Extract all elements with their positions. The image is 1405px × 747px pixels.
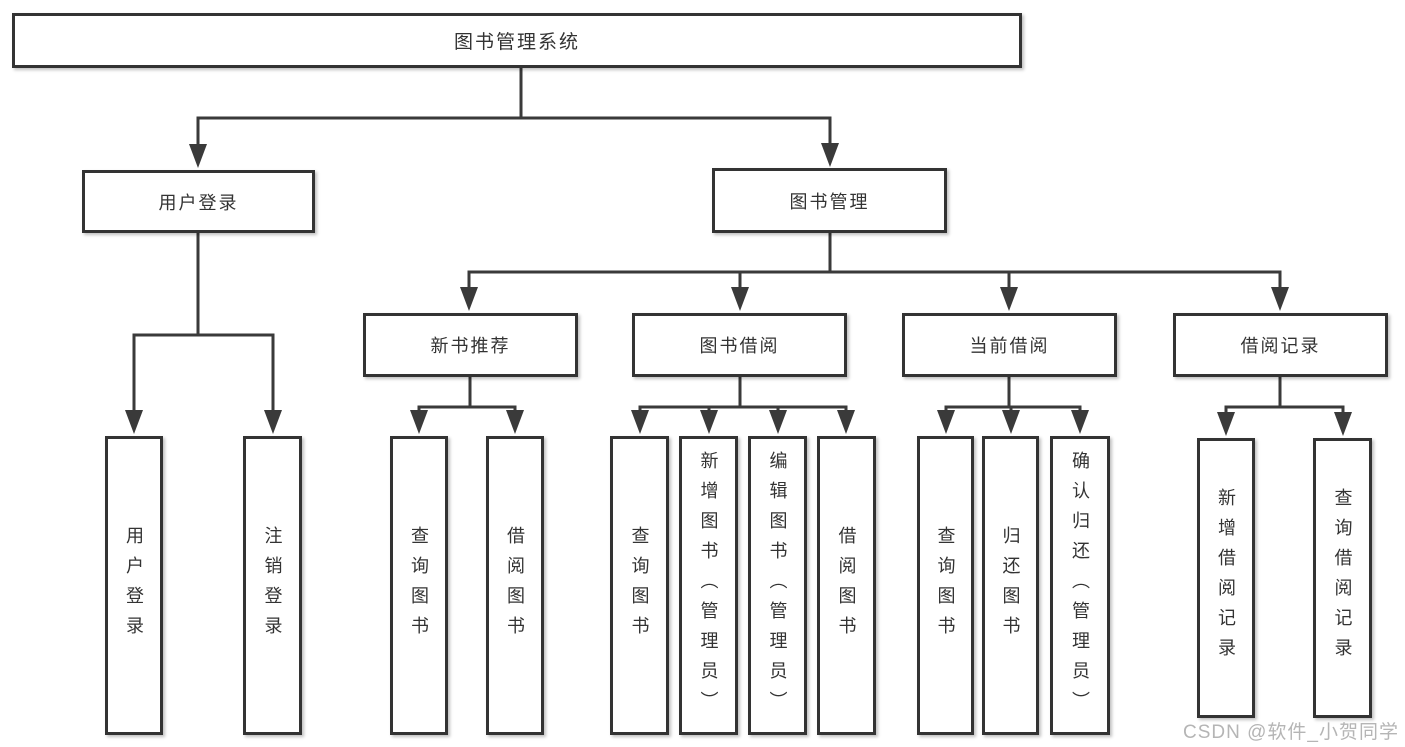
- arrowheads-root-to-level2: [189, 143, 839, 168]
- node-login: 用户登录: [105, 436, 163, 735]
- node-query-books-current: 查询图书: [917, 436, 974, 735]
- node-query-books-recommend: 查询图书: [390, 436, 448, 735]
- node-book-management: 图书管理: [712, 168, 947, 233]
- arrowheads-current-borrow-children: [937, 410, 1089, 434]
- node-logout: 注销登录: [243, 436, 302, 735]
- node-query-borrow-record: 查询借阅记录: [1313, 438, 1372, 718]
- node-user-login: 用户登录: [82, 170, 315, 233]
- node-confirm-return-admin: 确认归还（管理员）: [1050, 436, 1110, 735]
- node-book-borrowing: 图书借阅: [632, 313, 847, 377]
- node-library-management-system: 图书管理系统: [12, 13, 1022, 68]
- node-query-books-borrow: 查询图书: [610, 436, 669, 735]
- node-borrowing-records: 借阅记录: [1173, 313, 1388, 377]
- csdn-watermark: CSDN @软件_小贺同学: [1183, 722, 1399, 743]
- node-return-books: 归还图书: [982, 436, 1039, 735]
- arrowheads-book-management-children: [460, 287, 1289, 311]
- node-borrow-books-recommend: 借阅图书: [486, 436, 544, 735]
- node-edit-books-admin: 编辑图书（管理员）: [748, 436, 807, 735]
- arrowheads-user-login-children: [125, 410, 282, 434]
- node-new-book-recommend: 新书推荐: [363, 313, 578, 377]
- node-borrow-books: 借阅图书: [817, 436, 876, 735]
- arrowheads-book-borrow-children: [631, 410, 855, 434]
- connector-user-login-children: [132, 231, 275, 420]
- connector-borrow-record-children: [1224, 375, 1345, 422]
- arrowheads-borrow-record-children: [1217, 412, 1352, 436]
- node-add-books-admin: 新增图书（管理员）: [679, 436, 738, 735]
- connector-new-book-children: [417, 375, 517, 420]
- connector-book-borrow-children: [638, 375, 848, 420]
- node-current-borrowing: 当前借阅: [902, 313, 1117, 377]
- connector-book-management-children: [467, 231, 1282, 298]
- arrowheads-new-book-children: [410, 410, 524, 434]
- connector-root-to-level2: [196, 66, 832, 152]
- node-add-borrow-record: 新增借阅记录: [1197, 438, 1255, 718]
